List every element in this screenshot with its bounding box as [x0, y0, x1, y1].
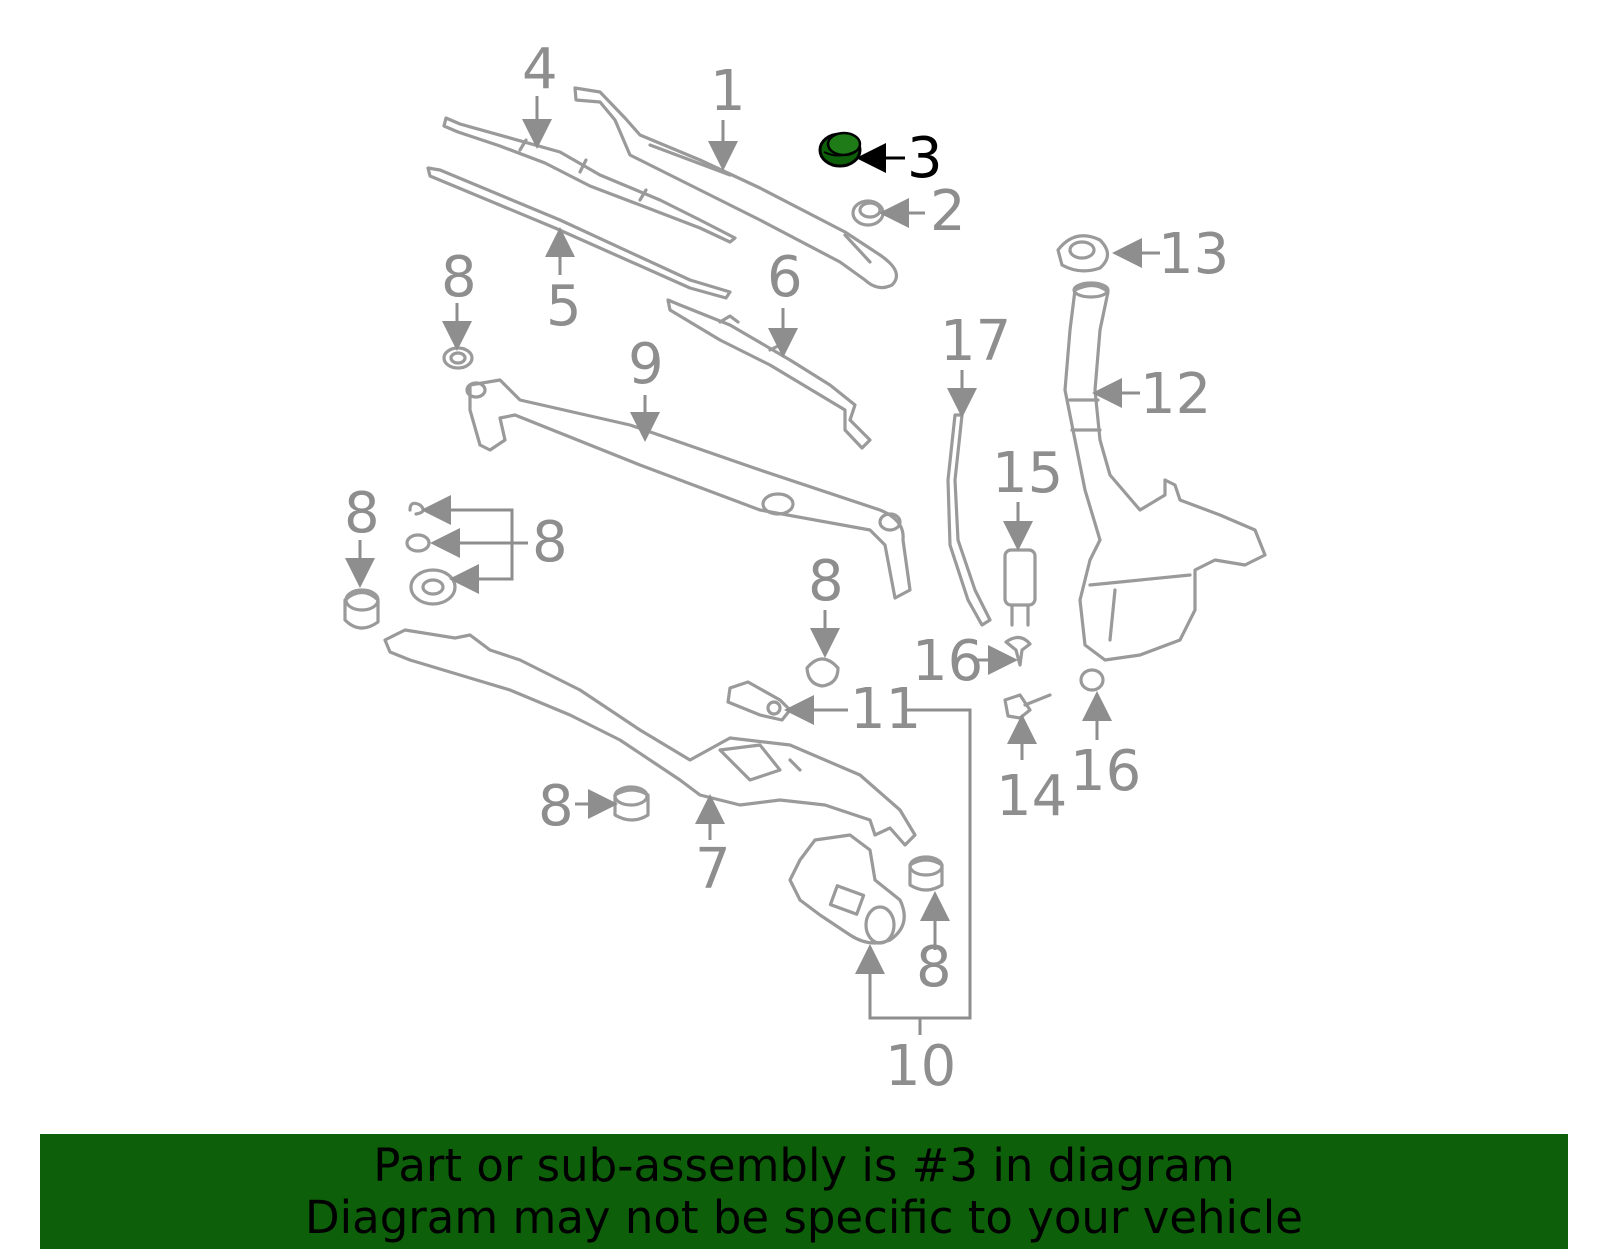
- callout-16-left: 16: [912, 629, 983, 694]
- callout-8-group: 8: [532, 510, 568, 575]
- part-15-washer-pump[interactable]: [1003, 548, 1037, 627]
- part-3-cap-highlighted[interactable]: [818, 131, 862, 168]
- part-11-bracket[interactable]: [726, 680, 792, 722]
- callout-1: 1: [710, 59, 746, 124]
- callout-8-top: 8: [441, 245, 477, 310]
- info-banner: Part or sub-assembly is #3 in diagram Di…: [40, 1134, 1568, 1249]
- callout-15: 15: [992, 441, 1063, 506]
- part-2-arm-cap[interactable]: [851, 199, 885, 227]
- leader-lines: [345, 96, 1160, 1035]
- banner-line-1: Part or sub-assembly is #3 in diagram: [373, 1139, 1235, 1192]
- part-4-blade-refill[interactable]: [442, 116, 737, 244]
- callout-8-center: 8: [808, 549, 844, 614]
- callout-14: 14: [996, 764, 1067, 829]
- callout-6: 6: [767, 245, 803, 310]
- callout-5: 5: [546, 274, 582, 339]
- callout-10: 10: [885, 1034, 956, 1099]
- callout-13: 13: [1158, 222, 1229, 287]
- part-13-reservoir-cap[interactable]: [1056, 234, 1110, 273]
- callout-7: 7: [695, 837, 731, 902]
- part-17-washer-hose[interactable]: [946, 413, 992, 627]
- callout-4: 4: [522, 37, 558, 102]
- part-7-wiper-frame[interactable]: [383, 628, 917, 847]
- callout-3: 3: [907, 126, 943, 191]
- callout-8-bottom: 8: [916, 935, 952, 1000]
- callout-8-lower: 8: [538, 774, 574, 839]
- callout-2: 2: [930, 179, 966, 244]
- part-12-washer-reservoir[interactable]: [1063, 281, 1267, 662]
- callout-8-left: 8: [344, 481, 380, 546]
- callout-labels: 1 2 3 4 5 6 7 8 8 8 8 8 8 9 10 11 12 13 …: [344, 37, 1229, 1099]
- part-16-grommets[interactable]: [1004, 635, 1105, 692]
- part-10-wiper-motor[interactable]: [788, 833, 906, 945]
- part-14-bolt[interactable]: [1003, 693, 1052, 720]
- callout-11: 11: [850, 677, 921, 742]
- part-8-grommets[interactable]: [343, 346, 944, 892]
- callout-9: 9: [628, 332, 664, 397]
- callout-16-right: 16: [1070, 739, 1141, 804]
- callout-12: 12: [1140, 362, 1211, 427]
- part-6-wiper-blade[interactable]: [666, 298, 872, 450]
- banner-line-2: Diagram may not be specific to your vehi…: [305, 1191, 1303, 1244]
- callout-17: 17: [940, 309, 1011, 374]
- part-5-wiper-blade[interactable]: [426, 166, 732, 300]
- part-9-wiper-linkage[interactable]: [465, 378, 912, 600]
